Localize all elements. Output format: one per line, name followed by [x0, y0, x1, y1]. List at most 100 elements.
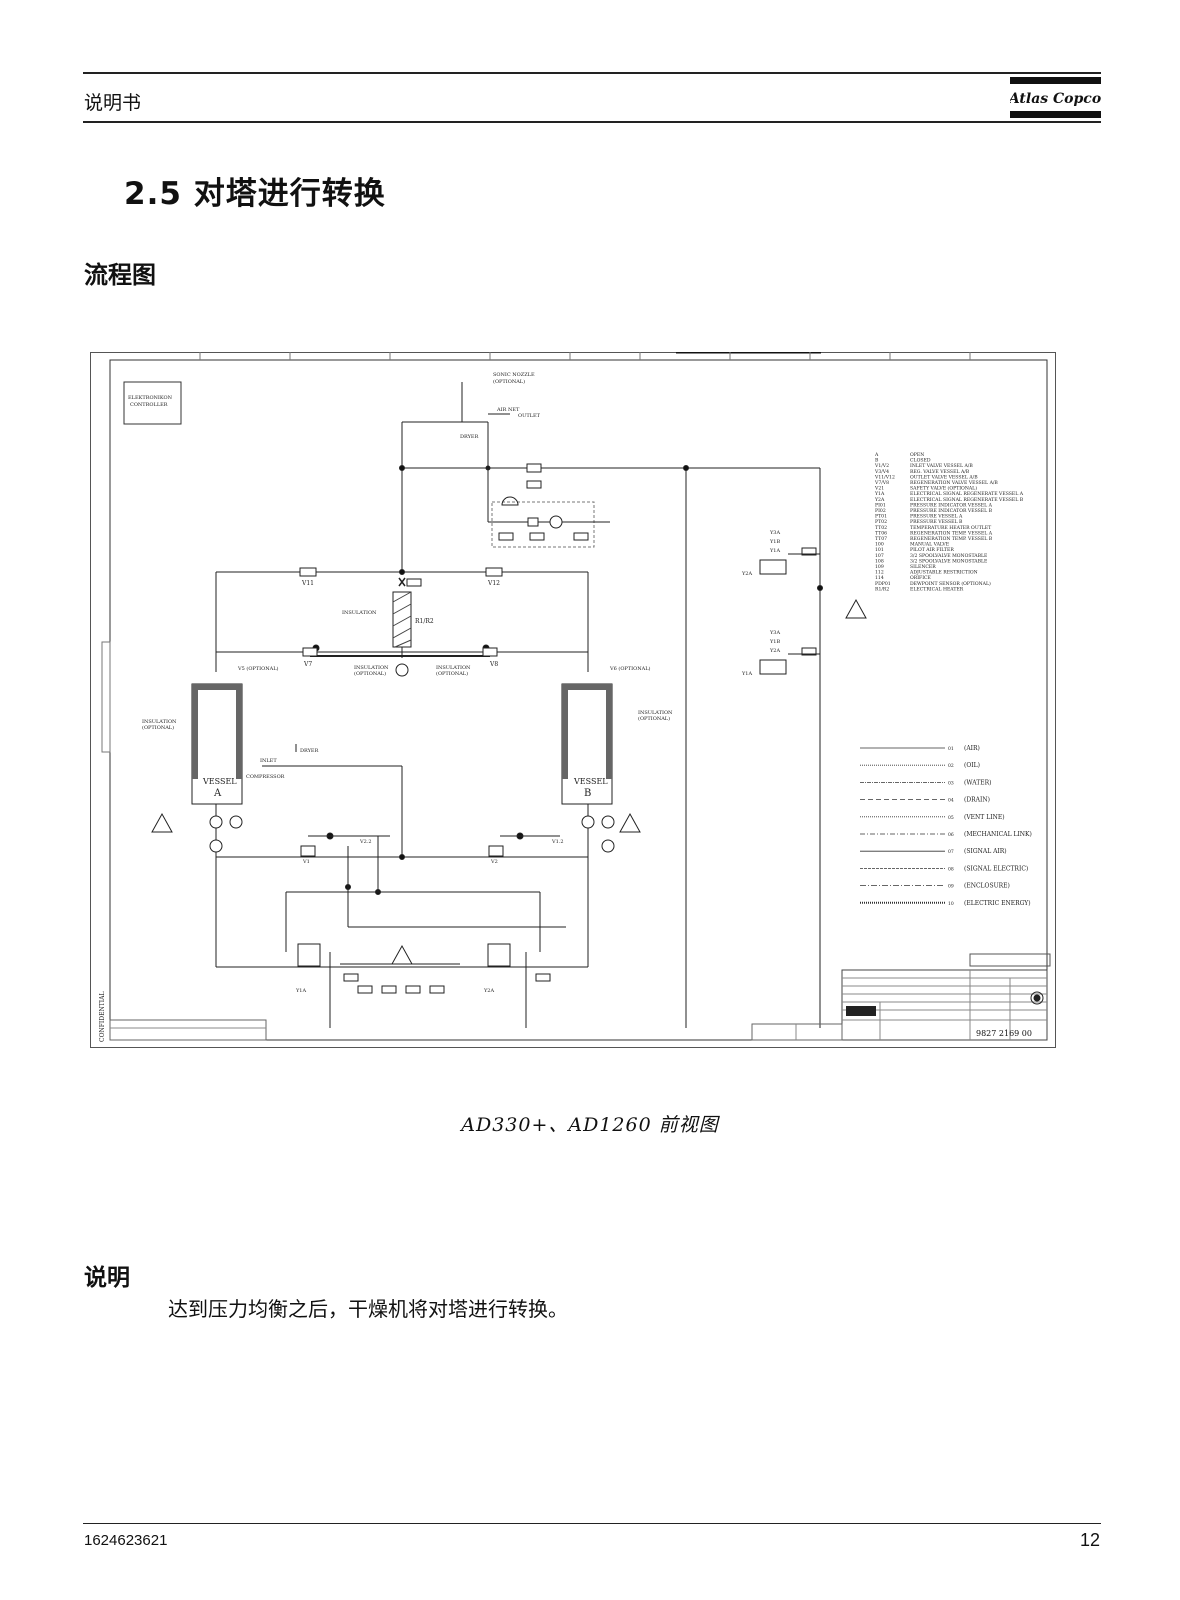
- legend-code: TT06: [875, 530, 887, 536]
- inlet-label: INLET: [260, 758, 277, 764]
- vessel-a-label: VESSEL: [202, 777, 237, 786]
- legend-description: REG. VALVE VESSEL A/B: [910, 469, 970, 475]
- legend-code: A: [874, 452, 879, 458]
- tag-v1: V1: [302, 859, 310, 865]
- vessel-b-letter: B: [584, 788, 591, 799]
- line-type-label: (MECHANICAL LINK): [964, 831, 1032, 838]
- tag-y1b-2: Y1B: [769, 639, 780, 645]
- legend-description: TEMPERATURE HEATER OUTLET: [910, 525, 992, 531]
- tag-v22: V2.2: [359, 839, 372, 845]
- legend-code: V11/V12: [874, 474, 895, 480]
- legend-description: ELECTRICAL SIGNAL REGENERATE VESSEL A: [910, 491, 1024, 497]
- tag-y1a-2: Y1A: [741, 671, 752, 677]
- v6-optional-label: V6 (OPTIONAL): [609, 665, 651, 672]
- line-type-code: 10: [948, 901, 954, 907]
- insulation-left-2: (OPTIONAL): [142, 724, 174, 731]
- tag-y2a: Y2A: [483, 988, 494, 994]
- tag-v12: V12: [487, 580, 500, 587]
- legend-description: ELECTRICAL SIGNAL REGENERATE VESSEL B: [910, 497, 1024, 503]
- tag-y2a-2: Y2A: [769, 648, 780, 654]
- vessel-a-letter: A: [213, 788, 222, 799]
- header-rule-top: [83, 72, 1101, 74]
- legend-description: PRESSURE INDICATOR VESSEL B: [910, 508, 993, 514]
- section-title: 2.5 对塔进行转换: [124, 176, 386, 212]
- insulation-opt-1: INSULATION: [354, 665, 389, 671]
- tag-y2a-r: Y2A: [741, 571, 752, 577]
- legend-description: ADJUSTABLE RESTRICTION: [909, 570, 978, 576]
- confidential-label: CONFIDENTIAL: [99, 992, 106, 1042]
- legend-code: TT07: [875, 536, 887, 542]
- description-text: 达到压力均衡之后，干燥机将对塔进行转换。: [168, 1297, 568, 1321]
- insulation-right-1: INSULATION: [638, 710, 673, 716]
- insulation-opt-2: (OPTIONAL): [354, 670, 386, 677]
- line-type-label: (WATER): [964, 779, 991, 786]
- legend-description: REGENERATION TEMP. VESSEL B: [910, 536, 993, 542]
- compressor-label: COMPRESSOR: [246, 774, 285, 780]
- legend-description: PRESSURE VESSEL B: [910, 519, 963, 525]
- legend-description: ORIFICE: [910, 575, 931, 581]
- legend-code: V21: [874, 486, 884, 492]
- legend-description: DEWPOINT SENSOR (OPTIONAL): [910, 580, 991, 587]
- header-rule-bottom: [83, 121, 1101, 123]
- line-type-label: (ENCLOSURE): [964, 883, 1010, 890]
- legend-code: PI02: [875, 508, 886, 514]
- legend-description: OUTLET VALVE VESSEL A/B: [910, 474, 978, 480]
- line-type-code: 08: [948, 866, 954, 872]
- legend-code: 108: [875, 558, 884, 564]
- legend-description: PILOT AIR FILTER: [910, 547, 954, 553]
- line-type-code: 02: [948, 763, 954, 769]
- line-type-code: 05: [948, 815, 954, 821]
- legend-code: V7/V8: [874, 480, 889, 486]
- figure-caption: AD330+、AD1260 前视图: [461, 1114, 719, 1136]
- legend-code: PT02: [875, 519, 887, 525]
- line-type-code: 06: [948, 832, 954, 838]
- legend-code: V1/V2: [874, 463, 889, 469]
- line-type-label: (SIGNAL AIR): [964, 848, 1007, 855]
- insulation-left-1: INSULATION: [142, 719, 177, 725]
- line-type-code: 01: [948, 746, 954, 752]
- legend-code: 107: [875, 553, 884, 559]
- legend-code: V3/V4: [874, 469, 889, 475]
- tag-v8: V8: [489, 661, 498, 668]
- legend-code: R1/R2: [875, 586, 889, 592]
- tag-v12b: V1.2: [551, 839, 564, 845]
- line-type-code: 04: [948, 798, 954, 804]
- legend-description: REGENERATION TEMP. VESSEL A: [910, 530, 993, 536]
- tag-y3a-2: Y3A: [769, 630, 780, 636]
- air-net-label: AIR NET: [496, 407, 520, 413]
- legend-code: PT01: [875, 514, 887, 520]
- line-type-label: (ELECTRIC ENERGY): [964, 900, 1031, 907]
- legend-code: 100: [875, 542, 884, 548]
- r1r2-label: R1/R2: [415, 618, 434, 625]
- tag-y1a: Y1A: [295, 988, 306, 994]
- tag-y3a: Y3A: [769, 530, 780, 536]
- controller-label-1: ELEKTRONIKON: [128, 395, 173, 401]
- legend-code: Y1A: [874, 491, 885, 497]
- flow-diagram: CONFIDENTIAL ELEKTRONIKON CONTROLLER SON…: [90, 352, 1056, 1048]
- footer-rule: [83, 1523, 1101, 1524]
- tag-v11: V11: [301, 580, 314, 587]
- legend-description: 3/2 SPOOLVALVE MONOSTABLE: [910, 553, 987, 559]
- line-type-code: 07: [948, 849, 954, 855]
- legend-code: 101: [875, 547, 884, 553]
- dryer-label-inlet: DRYER: [300, 748, 319, 754]
- insulation-right-2: (OPTIONAL): [638, 715, 670, 722]
- line-type-code: 03: [948, 780, 954, 786]
- legend-code: B: [875, 458, 879, 464]
- legend-code: PDP01: [875, 581, 891, 587]
- footer-page-number: 12: [1079, 1530, 1100, 1550]
- tag-v7: V7: [303, 661, 312, 668]
- legend-description: CLOSED: [910, 458, 931, 464]
- line-type-label: (AIR): [964, 745, 980, 752]
- insulation-label: INSULATION: [342, 610, 377, 616]
- footer-doc-number: 1624623621: [84, 1532, 168, 1549]
- line-type-code: 09: [948, 884, 954, 890]
- sonic-nozzle-label-2: (OPTIONAL): [493, 378, 525, 385]
- legend-description: OPEN: [910, 452, 924, 458]
- svg-text:Atlas Copco: Atlas Copco: [1010, 91, 1101, 107]
- line-type-label: (SIGNAL ELECTRIC): [964, 865, 1028, 872]
- controller-label-2: CONTROLLER: [130, 402, 168, 408]
- legend-description: PRESSURE VESSEL A: [910, 514, 963, 520]
- line-type-legend: 01(AIR)02(OIL)03(WATER)04(DRAIN)05(VENT …: [860, 745, 1032, 907]
